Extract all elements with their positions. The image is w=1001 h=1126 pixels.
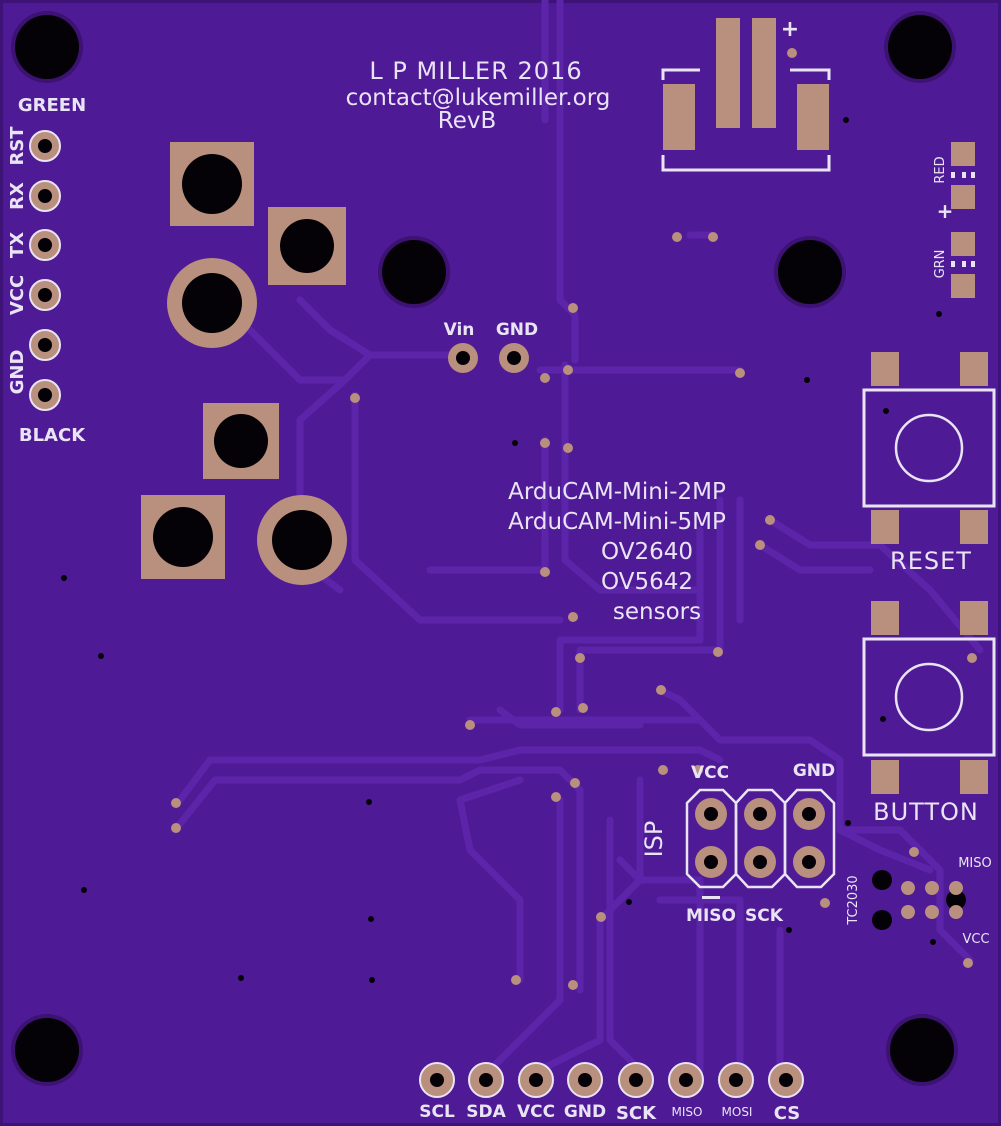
- bottom-pin-label-sck: SCK: [616, 1103, 657, 1124]
- revision-label: RevB: [438, 108, 497, 134]
- bottom-pin-label-gnd: GND: [564, 1102, 606, 1122]
- desc-line-5: sensors: [613, 599, 701, 625]
- bottom-pin-label-vcc: VCC: [517, 1102, 555, 1122]
- led-red-label: RED: [933, 156, 948, 183]
- user-switch: [862, 601, 996, 794]
- desc-line-2: ArduCAM-Mini-5MP: [508, 509, 726, 535]
- serial-header-pads: [29, 130, 61, 411]
- led-pads: [951, 142, 975, 298]
- power-jack: [661, 18, 831, 172]
- led-plus-label: +: [937, 199, 954, 223]
- desc-line-4: OV5642: [601, 569, 693, 595]
- isp-vcc-label: VCC: [691, 763, 729, 783]
- tc2030-miso-label: MISO: [958, 856, 992, 871]
- serial-black-label: BLACK: [19, 425, 86, 446]
- button-label: BUTTON: [873, 798, 979, 826]
- isp-gnd-label: GND: [793, 761, 835, 781]
- author-label: L P MILLER 2016: [369, 57, 582, 85]
- reset-switch: [862, 352, 996, 544]
- serial-pin-label-rx: RX: [7, 182, 28, 210]
- tc2030-footprint: [872, 870, 966, 930]
- bottom-pin-label-sda: SDA: [466, 1102, 506, 1122]
- serial-pin-label-tx: TX: [7, 232, 28, 258]
- bottom-pin-label-cs: CS: [774, 1103, 801, 1124]
- tc2030-label: TC2030: [846, 875, 861, 925]
- power-terminal-pads: [141, 142, 347, 585]
- isp-title: ISP: [640, 821, 668, 858]
- reset-label: RESET: [890, 547, 972, 575]
- serial-pin-label-gnd: GND: [7, 350, 28, 395]
- vin-gnd-pads: [448, 343, 529, 373]
- isp-miso-label: MISO: [686, 906, 736, 926]
- tc2030-vcc-label: VCC: [962, 932, 989, 947]
- isp-sck-label: SCK: [745, 906, 784, 926]
- jack-plus-label: +: [781, 17, 799, 42]
- bottom-header-pads: [419, 1062, 804, 1098]
- bottom-pin-label-mosi: MOSI: [722, 1105, 753, 1119]
- led-green-label: GRN: [933, 250, 948, 279]
- copper-traces: [171, 0, 984, 1074]
- bottom-pin-label-scl: SCL: [419, 1102, 455, 1122]
- desc-line-1: ArduCAM-Mini-2MP: [508, 479, 726, 505]
- mounting-holes: [11, 11, 958, 1086]
- desc-line-3: OV2640: [601, 539, 693, 565]
- serial-pin-label-rst: RST: [7, 126, 28, 166]
- bottom-pin-label-miso: MISO: [672, 1105, 703, 1119]
- vias: [171, 48, 977, 990]
- tiny-vias: [61, 117, 942, 983]
- serial-green-label: GREEN: [18, 95, 86, 116]
- isp-header: [685, 788, 836, 899]
- vin-label: Vin: [444, 320, 475, 340]
- contact-label: contact@lukemiller.org: [346, 85, 611, 111]
- gnd-power-label: GND: [496, 320, 538, 340]
- serial-pin-label-vcc: VCC: [7, 275, 28, 315]
